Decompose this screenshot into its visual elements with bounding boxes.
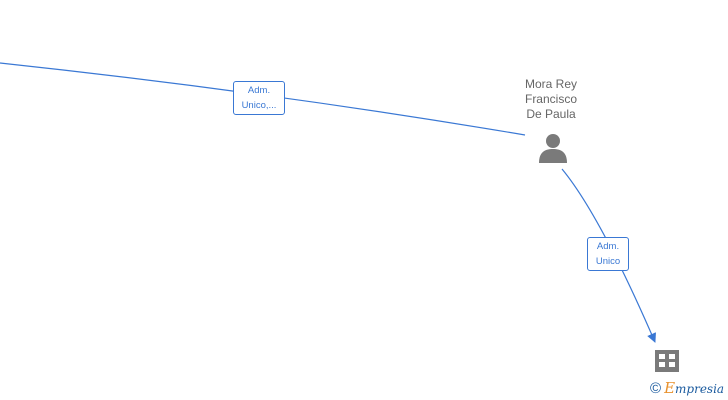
brand-name-rest: mpresia — [675, 382, 725, 396]
person-icon[interactable] — [536, 132, 570, 164]
building-icon[interactable] — [655, 350, 679, 372]
edge-label-2-line-1: Adm. — [596, 241, 620, 252]
person-name-line-1: Mora Rey — [524, 77, 577, 91]
brand-initial: E — [664, 379, 676, 397]
edge-label-1[interactable]: Adm. Unico,... — [233, 81, 285, 115]
empresia-watermark: ©Empresia — [650, 379, 724, 399]
edge-line-2[interactable] — [561, 168, 656, 343]
person-node-name[interactable]: Mora Rey Francisco De Paula — [500, 77, 602, 122]
edge-label-1-line-1: Adm. — [247, 85, 271, 96]
edge-label-1-line-2: Unico,... — [241, 100, 277, 111]
person-name-line-2: Francisco — [524, 92, 577, 106]
edge-label-2[interactable]: Adm. Unico — [587, 237, 629, 271]
edge-label-2-line-2: Unico — [595, 256, 621, 267]
person-name-line-3: De Paula — [526, 107, 576, 121]
copyright-symbol: © — [650, 380, 662, 397]
